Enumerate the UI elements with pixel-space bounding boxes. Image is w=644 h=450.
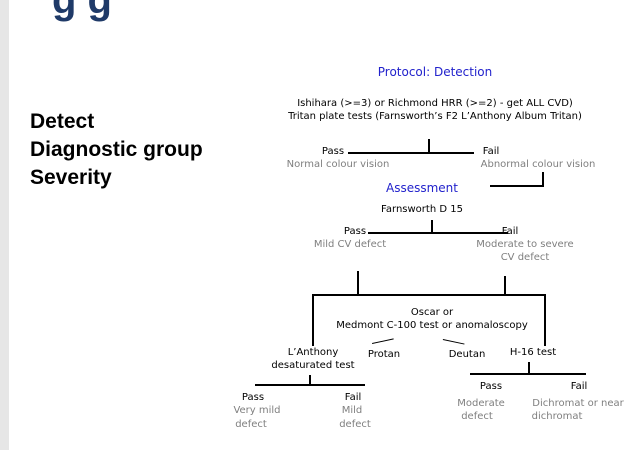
d15-fail-note-line1: Moderate to severe bbox=[476, 239, 574, 250]
mild-drop-line bbox=[357, 271, 359, 295]
protan-connector-line bbox=[372, 338, 394, 344]
bullet-severity: Severity bbox=[30, 166, 112, 189]
moderate-drop-line bbox=[504, 276, 506, 295]
diagnostic-tests-line1: Oscar or bbox=[410, 307, 454, 318]
diagnostic-bar-line bbox=[312, 294, 546, 296]
screen-fail-label: Fail bbox=[482, 146, 500, 157]
lanthony-pass-note-line1: Very mild bbox=[233, 405, 281, 416]
d15-pass-label: Pass bbox=[343, 226, 367, 237]
screening-tests-line2: Tritan plate tests (Farnsworth’s F2 L’An… bbox=[288, 111, 582, 122]
lanthony-pass-note-line2: defect bbox=[235, 419, 267, 430]
h16-fail-note-line1: Dichromat or near bbox=[532, 398, 624, 409]
h16-pass-note-line2: defect bbox=[461, 411, 493, 422]
left-branch-drop-line bbox=[312, 294, 314, 346]
lanthony-branch-line bbox=[255, 384, 365, 386]
lanthony-stem-line bbox=[309, 375, 311, 385]
lanthony-pass-label: Pass bbox=[241, 392, 265, 403]
h16-fail-note-line2: dichromat bbox=[531, 411, 583, 422]
h16-stem-line bbox=[528, 362, 530, 374]
h16-fail-label: Fail bbox=[570, 381, 588, 392]
right-branch-drop-line bbox=[544, 294, 546, 346]
protan-label: Protan bbox=[367, 349, 401, 360]
deutan-label: Deutan bbox=[448, 349, 486, 360]
fail-across-line bbox=[490, 185, 544, 187]
bullet-diagnostic-group: Diagnostic group bbox=[30, 138, 203, 161]
d15-stem-line bbox=[431, 220, 433, 233]
slide-left-bar bbox=[0, 0, 9, 450]
fail-down-line bbox=[542, 172, 544, 186]
slide-heading-fragment: g g bbox=[52, 0, 112, 22]
screen-branch-line bbox=[348, 152, 474, 154]
screen-pass-note: Normal colour vision bbox=[286, 159, 390, 170]
diagnostic-tests-line2: Medmont C-100 test or anomaloscopy bbox=[336, 320, 528, 331]
lanthony-fail-note-line1: Mild bbox=[341, 405, 363, 416]
screen-pass-label: Pass bbox=[321, 146, 345, 157]
deutan-connector-line bbox=[442, 339, 465, 345]
h16-pass-note-line1: Moderate bbox=[457, 398, 505, 409]
bullet-detect: Detect bbox=[30, 110, 95, 133]
lanthony-fail-label: Fail bbox=[344, 392, 362, 403]
protocol-title: Protocol: Detection bbox=[377, 65, 493, 79]
d15-branch-line bbox=[368, 232, 508, 234]
d15-pass-note: Mild CV defect bbox=[313, 239, 387, 250]
d15-fail-note-line2: CV defect bbox=[500, 252, 550, 263]
lanthony-test-line2: desaturated test bbox=[271, 360, 355, 371]
h16-test-label: H-16 test bbox=[509, 347, 557, 358]
d15-fail-label: Fail bbox=[501, 226, 519, 237]
d15-test-label: Farnsworth D 15 bbox=[381, 204, 463, 215]
lanthony-fail-note-line2: defect bbox=[339, 419, 371, 430]
h16-pass-label: Pass bbox=[479, 381, 503, 392]
assessment-title: Assessment bbox=[386, 181, 458, 195]
screen-stem-line bbox=[428, 139, 430, 153]
screening-tests-line1: Ishihara (>=3) or Richmond HRR (>=2) - g… bbox=[297, 98, 573, 109]
screen-fail-note: Abnormal colour vision bbox=[480, 159, 596, 170]
bullet-list: Detect Diagnostic group Severity bbox=[30, 108, 203, 192]
h16-branch-line bbox=[470, 373, 586, 375]
lanthony-test-line1: L’Anthony bbox=[287, 347, 339, 358]
